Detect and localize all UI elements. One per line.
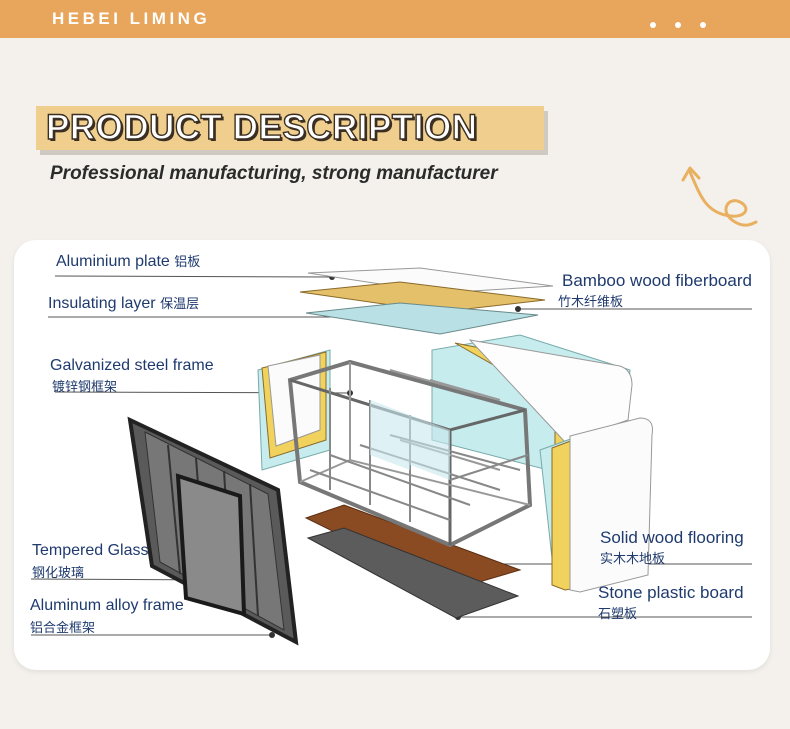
label-insulating-layer-en: Insulating layer bbox=[48, 295, 156, 312]
label-stone-plastic: Stone plastic board bbox=[598, 583, 744, 602]
frame-glass-fill bbox=[370, 400, 450, 480]
label-galvanized-frame: Galvanized steel frame bbox=[50, 357, 214, 374]
label-aluminium-plate: Aluminium plate 铝板 bbox=[56, 251, 200, 271]
label-insulating-layer-cn: 保温层 bbox=[160, 296, 200, 311]
label-solid-wood: Solid wood flooring bbox=[600, 528, 744, 547]
title-background bbox=[36, 106, 544, 150]
page-title: PRODUCT DESCRIPTION bbox=[45, 107, 478, 147]
label-solid-wood-cn: 实木木地板 bbox=[600, 551, 666, 566]
brand-name: HEBEI LIMING bbox=[52, 9, 211, 28]
tempered-glass-door bbox=[127, 416, 299, 646]
dot-icon bbox=[700, 22, 706, 28]
stone-plastic-board-layer bbox=[306, 527, 520, 619]
label-tempered-glass-cn: 钢化玻璃 bbox=[32, 565, 85, 580]
page-subtitle: Professional manufacturing, strong manuf… bbox=[50, 163, 498, 184]
label-aluminium-plate-cn: 铝板 bbox=[174, 254, 201, 269]
label-bamboo: Bamboo wood fiberboard bbox=[562, 271, 752, 290]
dot-icon bbox=[650, 22, 656, 28]
header-bar: HEBEI LIMING bbox=[0, 0, 790, 38]
label-bamboo-cn: 竹木纤维板 bbox=[558, 294, 624, 309]
bamboo-roof-layer bbox=[305, 302, 539, 335]
label-stone-plastic-cn: 石塑板 bbox=[598, 606, 638, 621]
label-aluminium-plate-en: Aluminium plate bbox=[56, 253, 170, 270]
label-alloy-frame-cn: 铝合金框架 bbox=[30, 620, 96, 635]
label-tempered-glass: Tempered Glass bbox=[32, 542, 149, 559]
label-galvanized-frame-cn: 镀锌钢框架 bbox=[52, 379, 118, 394]
label-insulating-layer: Insulating layer 保温层 bbox=[48, 293, 199, 313]
label-alloy-frame: Aluminum alloy frame bbox=[30, 597, 184, 614]
more-dots-icon bbox=[650, 15, 725, 33]
dot-icon bbox=[675, 22, 681, 28]
side-wall-panel bbox=[539, 417, 653, 593]
